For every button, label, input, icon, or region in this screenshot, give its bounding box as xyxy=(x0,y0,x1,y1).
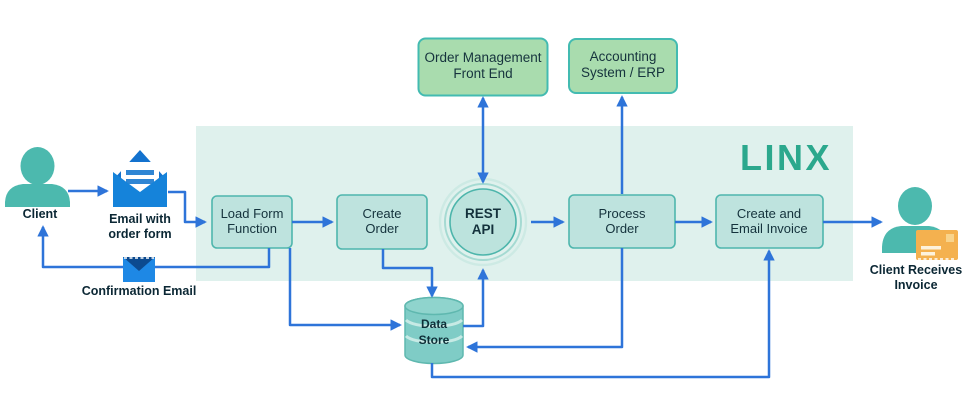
step-create-order: Create Order xyxy=(336,194,428,250)
confirmation-email-caption: Confirmation Email xyxy=(82,284,197,298)
email-order-form-icon xyxy=(113,150,167,207)
cylinder-stripe xyxy=(404,318,464,328)
order-management-label-line1: Order Management xyxy=(424,50,541,65)
rest-api-circle xyxy=(449,188,517,256)
cylinder-top xyxy=(404,296,464,316)
arrow-data-store-to-create-invoice xyxy=(430,249,775,379)
data-store-line1: Data xyxy=(421,317,447,331)
create-email-invoice-line2: Email Invoice xyxy=(730,221,807,236)
invoice-text-line xyxy=(921,252,935,256)
client-receives-caption-line2: Invoice xyxy=(894,278,937,292)
email-order-form-caption-line1: Email with xyxy=(109,212,171,226)
letter-text-line xyxy=(126,170,154,175)
arrow-process-order-to-data-store xyxy=(466,248,624,353)
arrow-load-form-to-data-store xyxy=(288,248,402,331)
arrow-data-store-to-rest-api xyxy=(463,268,489,328)
invoice-stamp xyxy=(946,234,954,242)
letter-text-line xyxy=(126,179,154,184)
linx-logo: LINX xyxy=(740,137,832,178)
load-form-function-line2: Function xyxy=(227,221,277,236)
cylinder-stripe xyxy=(404,334,464,344)
client-actor: Client xyxy=(5,147,70,221)
email-order-form-caption-line2: order form xyxy=(108,227,171,241)
step-load-form-function: Load Form Function xyxy=(211,195,293,249)
external-system-order-management: Order Management Front End xyxy=(417,37,549,97)
order-management-box xyxy=(417,37,549,97)
client-person-body xyxy=(5,184,70,207)
arrow-email-to-load-form xyxy=(168,190,207,228)
create-email-invoice-line1: Create and xyxy=(737,206,801,221)
recipient-person-icon xyxy=(898,187,932,225)
invoice-card-icon xyxy=(916,230,958,260)
step-create-email-invoice: Create and Email Invoice xyxy=(715,194,824,249)
arrow-confirmation-email-to-client xyxy=(37,225,271,269)
rest-api-line2: API xyxy=(472,222,495,237)
step-process-order: Process Order xyxy=(568,194,676,249)
flow-connectors xyxy=(37,95,883,379)
invoice-text-line xyxy=(921,246,941,250)
step-rest-api-label: REST API xyxy=(465,206,502,237)
envelope-flap xyxy=(123,257,155,271)
arrow-create-order-to-data-store xyxy=(381,249,438,298)
client-receives-caption-line1: Client Receives xyxy=(870,263,962,277)
load-form-function-line1: Load Form xyxy=(221,206,284,221)
accounting-erp-box xyxy=(568,38,678,94)
rest-api-line1: REST xyxy=(465,206,502,221)
rest-api-node xyxy=(438,177,528,267)
client-receives-invoice-actor: Client Receives Invoice xyxy=(870,187,962,292)
order-management-label-line2: Front End xyxy=(453,66,512,81)
data-store-line2: Store xyxy=(419,333,450,347)
rest-api-inner-ring xyxy=(444,183,522,261)
process-order-line1: Process xyxy=(599,206,646,221)
external-system-accounting-erp: Accounting System / ERP xyxy=(568,38,678,94)
confirmation-email-icon xyxy=(123,257,155,282)
envelope-body xyxy=(113,172,167,207)
client-caption: Client xyxy=(23,207,59,221)
data-store-node: Data Store xyxy=(404,296,464,365)
create-order-line1: Create xyxy=(362,206,401,221)
accounting-erp-label-line2: System / ERP xyxy=(581,65,665,80)
accounting-erp-label-line1: Accounting xyxy=(590,49,657,64)
client-person-icon xyxy=(20,147,55,185)
process-order-line2: Order xyxy=(605,221,639,236)
create-order-line2: Order xyxy=(365,221,399,236)
